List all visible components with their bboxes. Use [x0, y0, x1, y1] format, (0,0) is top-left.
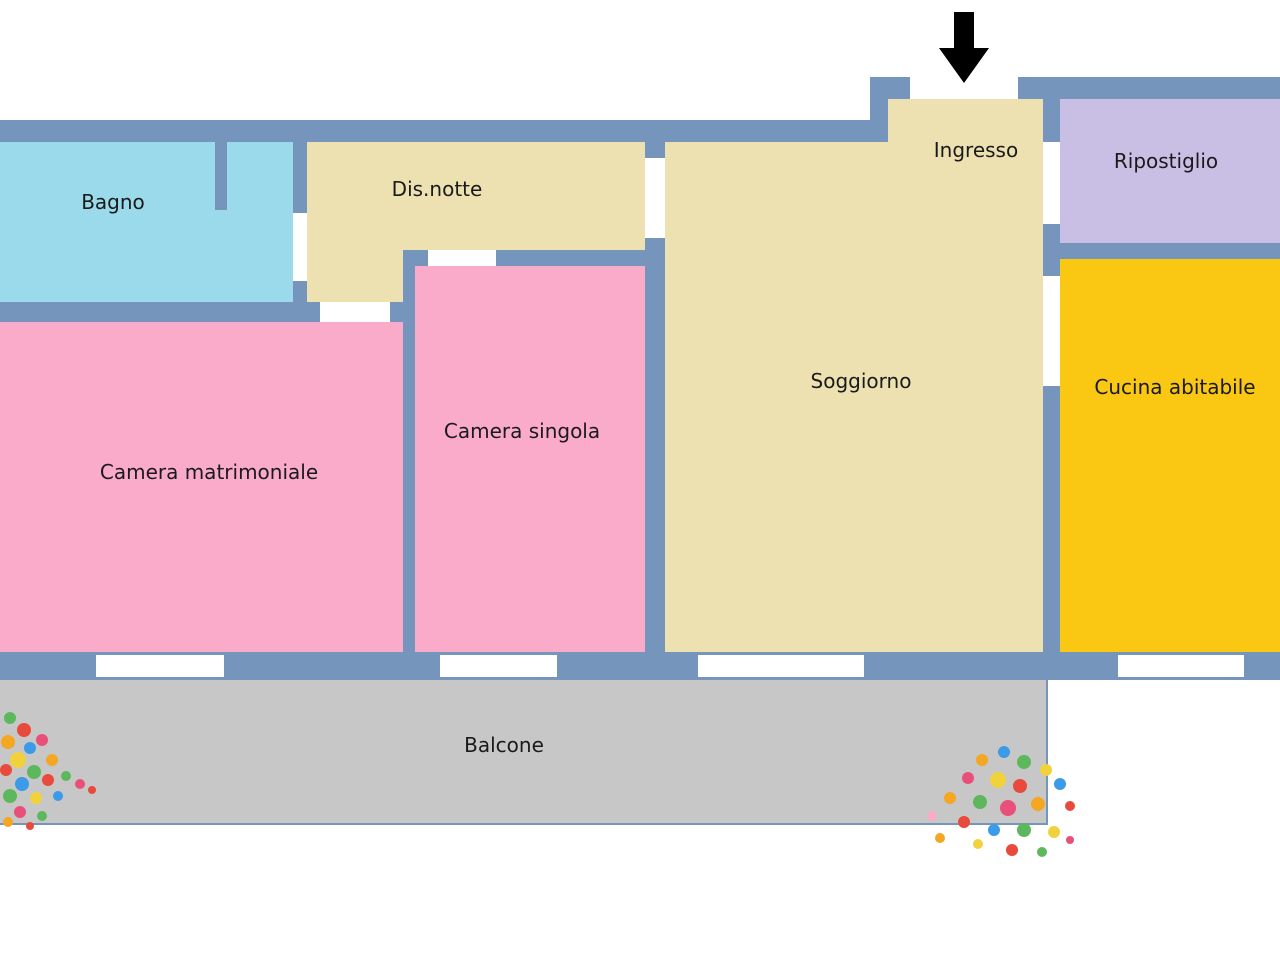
window-camera-matrimoniale — [96, 655, 224, 677]
ingresso-room — [888, 99, 1043, 144]
door-cucina — [1043, 276, 1060, 386]
label-camera-singola: Camera singola — [443, 419, 601, 443]
door-ripostiglio — [1043, 142, 1060, 224]
wall-north-right — [1018, 77, 1280, 99]
camera-matrimoniale-room — [0, 322, 403, 652]
label-dis-notte: Dis.notte — [391, 177, 483, 201]
label-ripostiglio: Ripostiglio — [1113, 149, 1219, 173]
flower-pot-icon — [0, 712, 96, 830]
label-soggiorno: Soggiorno — [810, 369, 912, 393]
window-cucina — [1118, 655, 1244, 677]
label-camera-matrimoniale: Camera matrimoniale — [99, 460, 319, 484]
dis-notte-room-lower — [307, 250, 403, 302]
wall-camere-divider — [403, 250, 415, 652]
label-cucina-abitabile: Cucina abitabile — [1094, 375, 1256, 399]
door-bagno — [293, 213, 307, 281]
label-balcone: Balcone — [464, 733, 544, 757]
entrance-opening — [910, 77, 1018, 99]
bagno-room — [0, 142, 293, 302]
wall-soggiorno-west — [645, 142, 665, 652]
door-camera-matrimoniale — [320, 302, 390, 322]
door-camera-singola — [428, 250, 496, 266]
window-camera-singola — [440, 655, 557, 677]
window-soggiorno — [698, 655, 864, 677]
dis-notte-room — [307, 142, 645, 250]
soggiorno-room — [665, 142, 1043, 652]
label-ingresso: Ingresso — [933, 138, 1019, 162]
camera-singola-room — [415, 266, 645, 652]
flower-pot-icon — [927, 746, 1075, 857]
wall-north-left — [0, 120, 910, 142]
wall-bagno-stub — [215, 142, 227, 210]
label-bagno: Bagno — [81, 190, 145, 214]
entrance-arrow-icon — [939, 12, 989, 83]
door-disnotte-soggiorno — [645, 158, 665, 238]
balcone-area — [0, 680, 1048, 825]
wall-ripostiglio-south — [1060, 243, 1280, 259]
cucina-abitabile-room — [1060, 259, 1280, 652]
wall-bagno-south — [0, 302, 415, 322]
ripostiglio-room — [1060, 99, 1280, 243]
